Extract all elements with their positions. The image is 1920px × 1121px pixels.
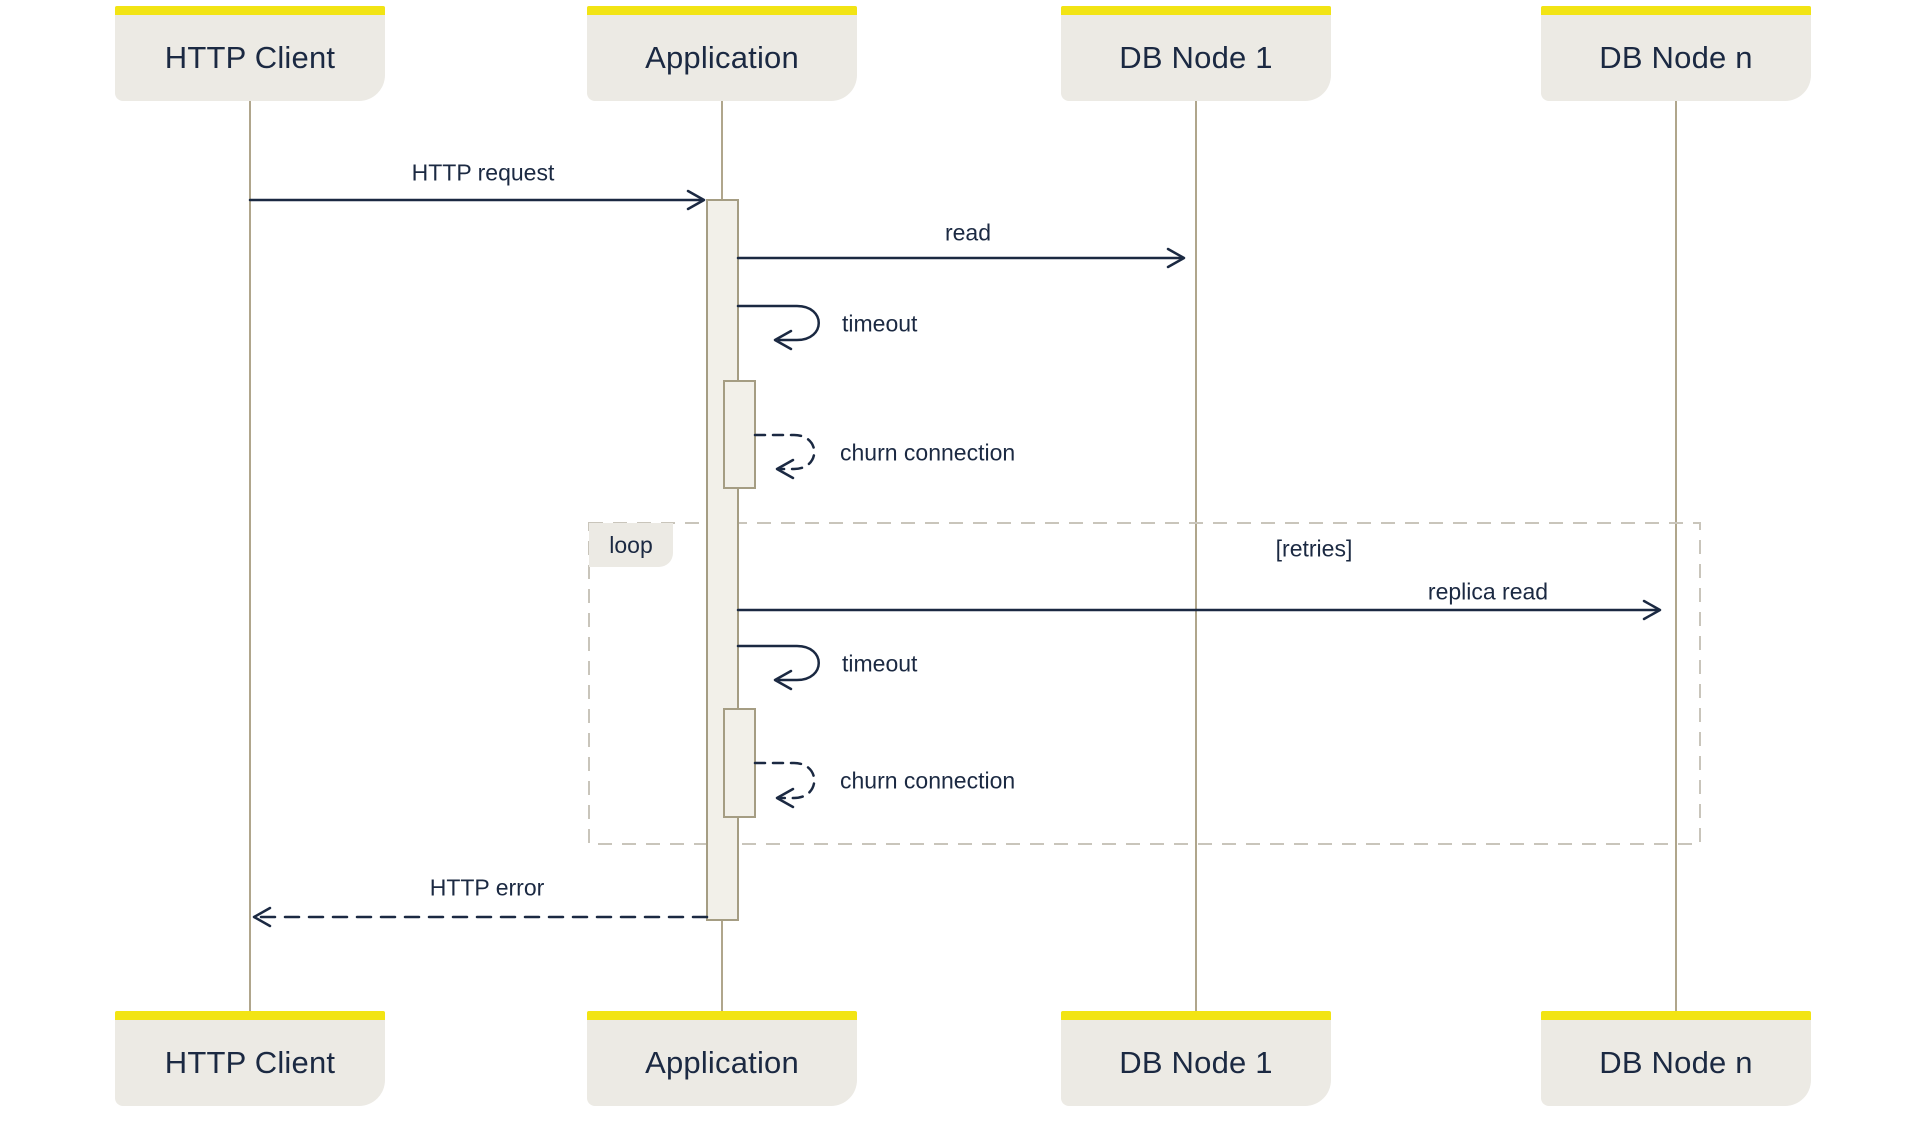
arrow-churn-retry-selfloop (753, 761, 816, 809)
participant-label: DB Node n (1599, 1045, 1753, 1080)
arrow-read (736, 247, 1186, 269)
participant-label: DB Node 1 (1119, 40, 1273, 75)
accent-bar (1061, 1011, 1331, 1020)
message-label-read: read (944, 219, 992, 246)
arrowhead-left-icon (773, 329, 793, 351)
message-label-timeout-retry: timeout (842, 650, 918, 677)
message-label-http-request: HTTP request (411, 159, 555, 186)
accent-bar (1541, 6, 1811, 15)
loop-operator-label: loop (589, 523, 673, 567)
participant-label: HTTP Client (164, 40, 336, 75)
arrow-timeout-retry-selfloop (736, 644, 820, 691)
accent-bar (115, 6, 385, 15)
arrowhead-left-icon (775, 787, 795, 809)
arrowhead-right-icon (686, 189, 706, 211)
arrow-timeout-first-selfloop (736, 304, 820, 351)
participant-label: HTTP Client (164, 1045, 336, 1080)
participant-label: DB Node n (1599, 40, 1753, 75)
arrowhead-right-icon (1166, 247, 1186, 269)
participant-label: DB Node 1 (1119, 1045, 1273, 1080)
participant-db-node-n-top: DB Node n (1541, 6, 1811, 101)
participant-http-client-top: HTTP Client (115, 6, 385, 101)
participant-label: Application (645, 40, 799, 75)
activation-application-nested-2 (723, 708, 756, 818)
activation-bars (706, 199, 756, 921)
accent-bar (587, 6, 857, 15)
loop-condition-label: [retries] (1275, 535, 1353, 562)
participant-application-bottom: Application (587, 1011, 857, 1106)
accent-bar (587, 1011, 857, 1020)
arrow-churn-first-selfloop (753, 433, 816, 480)
message-label-http-error: HTTP error (429, 874, 545, 901)
arrowhead-left-icon (773, 669, 793, 691)
participant-label: Application (645, 1045, 799, 1080)
arrow-replica-read (736, 599, 1662, 621)
participant-db-node-n-bottom: DB Node n (1541, 1011, 1811, 1106)
message-label-churn-retry: churn connection (840, 767, 1016, 794)
accent-bar (115, 1011, 385, 1020)
message-label-timeout-first: timeout (842, 310, 918, 337)
message-label-churn-first: churn connection (840, 439, 1016, 466)
accent-bar (1541, 1011, 1811, 1020)
participant-db-node-1-top: DB Node 1 (1061, 6, 1331, 101)
message-arrows (248, 189, 1662, 928)
message-label-replica-read: replica read (1427, 578, 1549, 605)
arrowhead-left-icon (775, 458, 795, 480)
accent-bar (1061, 6, 1331, 15)
arrowhead-right-icon (1642, 599, 1662, 621)
participant-db-node-1-bottom: DB Node 1 (1061, 1011, 1331, 1106)
participant-application-top: Application (587, 6, 857, 101)
arrow-http-error (252, 906, 709, 928)
loop-frame-border (588, 522, 1701, 845)
activation-application-nested-1 (723, 380, 756, 489)
arrowhead-left-icon (252, 906, 272, 928)
arrow-http-request (248, 189, 706, 211)
participant-http-client-bottom: HTTP Client (115, 1011, 385, 1106)
